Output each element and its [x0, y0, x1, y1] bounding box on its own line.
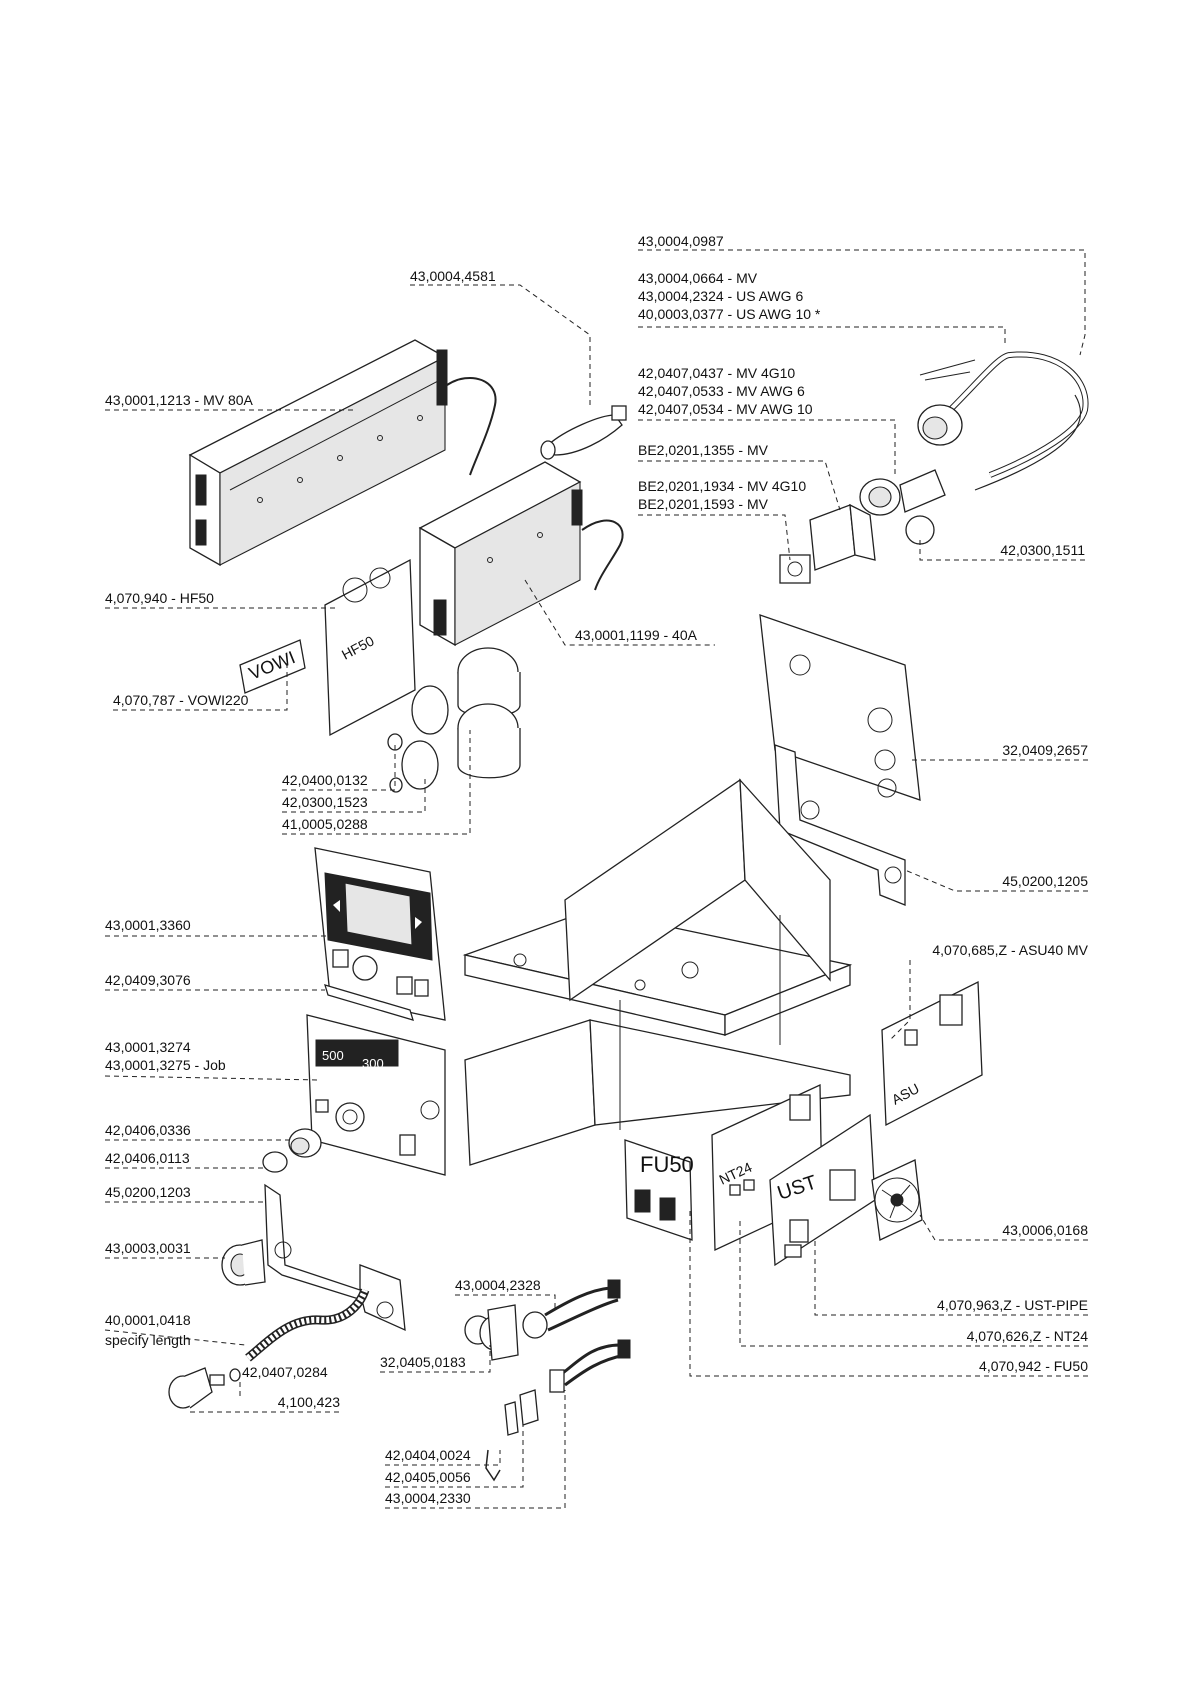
callout-c19: 42,0409,3076: [105, 972, 191, 988]
fu50-board: FU50: [624, 1139, 694, 1241]
interface-socket-cable: [464, 1279, 621, 1361]
callout-c28-line1: 40,0001,0418: [105, 1312, 191, 1328]
cable-gland: [859, 469, 946, 545]
callout-c07: 43,0001,1213 - MV 80A: [105, 392, 254, 408]
callout-labels: 43,0004,0987 43,0004,0664 - MV 43,0004,2…: [105, 233, 1089, 1506]
callout-c02-line3: 40,0003,0377 - US AWG 10 *: [638, 306, 821, 322]
bushing-part: [540, 405, 627, 460]
chassis-frame: [462, 778, 853, 1166]
callout-c31: 42,0407,0284: [242, 1364, 328, 1380]
callout-c01: 43,0004,0987: [638, 233, 724, 249]
callout-c28-line2: specify length: [105, 1332, 191, 1348]
callout-c20-line2: 43,0001,3275 - Job: [105, 1057, 226, 1073]
asu-board: ASU: [881, 980, 983, 1127]
gas-hose: [245, 1288, 370, 1362]
power-cable-plug: [917, 351, 1089, 491]
capacitor-set: [387, 647, 521, 793]
callout-c10: 43,0001,1199 - 40A: [575, 627, 698, 643]
callout-c15: 41,0005,0288: [282, 816, 368, 832]
callout-c04-line3: 42,0407,0534 - MV AWG 10: [638, 401, 813, 417]
callout-c29: 4,070,626,Z - NT24: [967, 1328, 1089, 1344]
filter-box-80a: [188, 339, 497, 567]
callout-c26: 43,0004,2328: [455, 1277, 541, 1293]
callout-c34: 42,0404,0024: [385, 1447, 471, 1463]
central-connector: [168, 1367, 225, 1409]
callout-c06-line2: BE2,0201,1593 - MV: [638, 496, 769, 512]
callout-c30: 32,0405,0183: [380, 1354, 466, 1370]
display-right-value: 300: [362, 1056, 384, 1071]
cover-strip: [324, 984, 414, 1021]
callout-c22: 42,0406,0113: [105, 1150, 190, 1166]
filter-box-40a: [418, 461, 624, 647]
front-display-panel: [314, 847, 446, 1021]
callout-c02-line2: 43,0004,2324 - US AWG 6: [638, 288, 803, 304]
callout-c04-line1: 42,0407,0437 - MV 4G10: [638, 365, 795, 381]
connection-cable: [485, 1339, 631, 1482]
callout-c20-line1: 43,0001,3274: [105, 1039, 191, 1055]
callout-c24: 43,0006,0168: [1002, 1222, 1088, 1238]
welding-socket: [221, 1239, 266, 1286]
callout-c04-line2: 42,0407,0533 - MV AWG 6: [638, 383, 805, 399]
cooling-fan: [871, 1159, 923, 1241]
callout-c14: 42,0300,1523: [282, 794, 368, 810]
callout-c18: 4,070,685,Z - ASU40 MV: [932, 942, 1088, 958]
mounting-bracket-front: [264, 1183, 406, 1332]
fu50-tag: FU50: [640, 1152, 694, 1177]
callout-c32: 4,070,942 - FU50: [979, 1358, 1088, 1374]
callout-c16: 45,0200,1205: [1002, 873, 1088, 889]
callout-c03: 43,0004,4581: [410, 268, 496, 284]
callout-c06-line1: BE2,0201,1934 - MV 4G10: [638, 478, 806, 494]
callout-c25: 43,0003,0031: [105, 1240, 191, 1256]
callout-c02-line1: 43,0004,0664 - MV: [638, 270, 758, 286]
callout-c35: 42,0405,0056: [385, 1469, 471, 1485]
mounting-bracket-rear: [774, 744, 906, 906]
rear-panel: [759, 614, 921, 801]
hose-nipple: [229, 1368, 241, 1382]
callout-c09: 4,070,940 - HF50: [105, 590, 214, 606]
display-left-value: 500: [322, 1048, 344, 1063]
callout-c11: 4,070,787 - VOWI220: [113, 692, 249, 708]
vowi-board: VOWI: [239, 639, 306, 694]
callout-c23: 45,0200,1203: [105, 1184, 191, 1200]
leader-lines: [104, 249, 1088, 1509]
callout-c12: 32,0409,2657: [1002, 742, 1088, 758]
callout-c21: 42,0406,0336: [105, 1122, 191, 1138]
rotary-knob: [288, 1128, 322, 1158]
callout-c27: 4,070,963,Z - UST-PIPE: [937, 1297, 1088, 1313]
callout-c05: BE2,0201,1355 - MV: [638, 442, 769, 458]
callout-c36: 43,0004,2330: [385, 1490, 471, 1506]
callout-c33: 4,100,423: [278, 1394, 340, 1410]
callout-c08: 42,0300,1511: [1000, 542, 1085, 558]
strain-relief-bracket: [779, 503, 876, 584]
hf50-board: HF50: [324, 558, 416, 737]
control-panel: 500 300: [306, 1014, 446, 1176]
knob-cap: [262, 1151, 288, 1173]
callout-c17: 43,0001,3360: [105, 917, 191, 933]
callout-c13: 42,0400,0132: [282, 772, 368, 788]
